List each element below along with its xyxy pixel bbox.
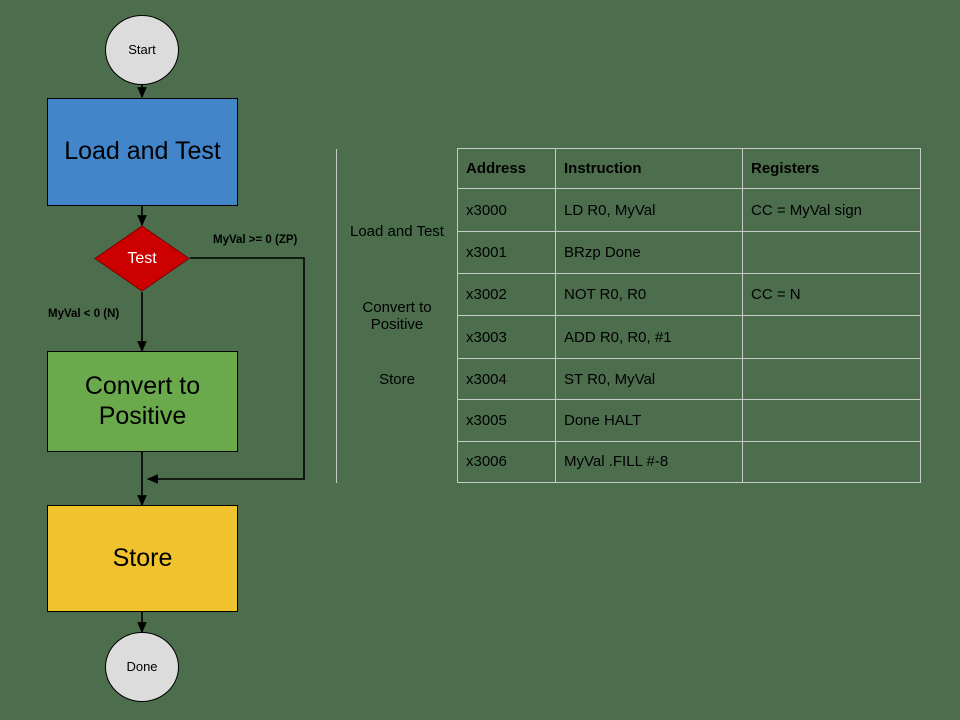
group-cell-load-and-test: Load and Test (336, 188, 458, 274)
flow-node-convert-to-positive[interactable]: Convert to Positive (47, 351, 238, 452)
group-cell-convert-to-positive: Convert to Positive (336, 273, 458, 359)
table-row[interactable]: Convert to Positive x3002 NOT R0, R0 CC … (336, 273, 921, 359)
cell-instruction: LD R0, MyVal (555, 188, 743, 232)
table-row[interactable]: x3001 BRzp Done (337, 230, 921, 275)
column-header-address: Address (457, 147, 556, 190)
cell-registers (742, 399, 921, 442)
column-header-registers: Registers (742, 147, 921, 190)
cell-registers (742, 440, 921, 484)
flow-node-convert-to-positive-label: Convert to Positive (84, 372, 201, 430)
table-row[interactable]: Store x3004 ST R0, MyVal (336, 357, 921, 401)
cell-instruction: MyVal .FILL #-8 (555, 440, 743, 484)
table-row[interactable]: x3006 MyVal .FILL #-8 (337, 440, 921, 484)
group-cell-blank-bottom (336, 399, 458, 483)
group-cell-store: Store (336, 358, 458, 400)
cell-instruction: ADD R0, R0, #1 (555, 315, 743, 359)
column-header-instruction: Instruction (555, 147, 743, 190)
flow-node-done[interactable]: Done (105, 632, 179, 702)
cell-address: x3001 (457, 230, 556, 275)
cell-address: x3006 (457, 440, 556, 484)
cell-address: x3004 (457, 357, 556, 401)
cell-registers: CC = N (742, 273, 921, 317)
flow-node-test[interactable]: Test (94, 225, 190, 292)
table-row[interactable]: Load and Test x3000 LD R0, MyVal CC = My… (336, 188, 921, 274)
table-header-row: Address Instruction Registers (336, 147, 921, 190)
cell-registers (742, 315, 921, 359)
table-row[interactable]: x3005 Done HALT (336, 399, 921, 483)
cell-registers: CC = MyVal sign (742, 188, 921, 232)
edge-label-negative: MyVal < 0 (N) (48, 308, 120, 320)
table-row[interactable]: x3003 ADD R0, R0, #1 (337, 315, 921, 359)
flow-node-store-label: Store (112, 543, 173, 572)
flow-node-load-and-test-label: Load and Test (64, 137, 221, 166)
cell-instruction: NOT R0, R0 (555, 273, 743, 317)
cell-address: x3000 (457, 188, 556, 232)
group-cell-blank-top (336, 148, 458, 189)
cell-address: x3002 (457, 273, 556, 317)
cell-registers (742, 230, 921, 275)
cell-instruction: BRzp Done (555, 230, 743, 275)
flow-node-start[interactable]: Start (105, 15, 179, 85)
cell-instruction: Done HALT (555, 399, 743, 442)
cell-instruction: ST R0, MyVal (555, 357, 743, 401)
flow-node-store[interactable]: Store (47, 505, 238, 612)
cell-registers (742, 357, 921, 401)
flow-node-load-and-test[interactable]: Load and Test (47, 98, 238, 206)
cell-address: x3005 (457, 399, 556, 442)
flow-node-start-label: Start (128, 42, 156, 58)
diamond-shape-icon (94, 225, 190, 292)
cell-address: x3003 (457, 315, 556, 359)
flow-node-done-label: Done (126, 659, 158, 675)
flow-node-test-label: Test (127, 249, 157, 267)
program-listing-table: Address Instruction Registers Load and T… (336, 147, 921, 484)
edge-label-nonnegative: MyVal >= 0 (ZP) (213, 234, 298, 246)
